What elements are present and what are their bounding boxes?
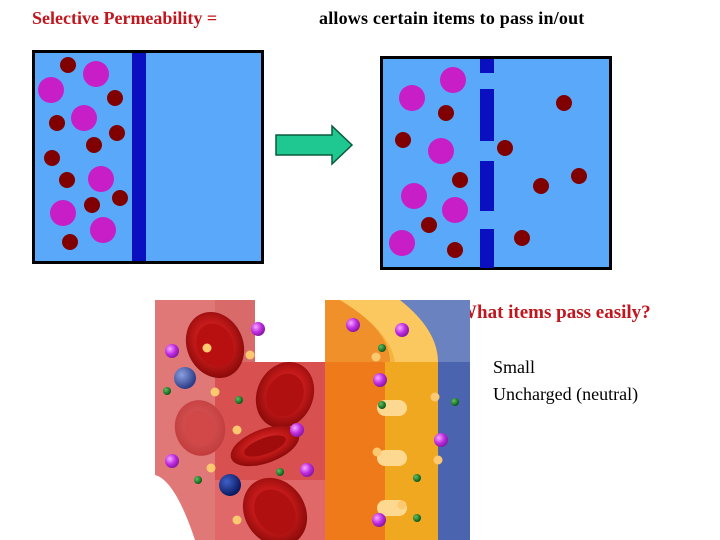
solid-membrane [132,53,146,261]
small-particle [438,105,454,121]
small-particles [44,57,128,250]
large-particle [428,138,454,164]
small-particle [49,115,65,131]
small-particle [533,178,549,194]
membrane-segment [480,59,494,73]
membrane-segment [480,229,494,268]
small-particle [112,190,128,206]
green-particles [163,344,459,522]
large-particle [90,217,116,243]
membrane-after-panel [380,56,612,270]
term-definition: allows certain items to pass in/out [319,8,585,28]
large-particle [71,105,97,131]
small-particle [84,197,100,213]
answer-small: Small [493,357,536,377]
small-particle [571,168,587,184]
small-particle [109,125,125,141]
membrane-segment [480,161,494,211]
large-particle [389,230,415,256]
yellow-particles [202,343,443,525]
term-label: Selective Permeability = [32,8,218,28]
small-particles [395,95,587,258]
porous-membrane [480,59,494,268]
red-blood-cells [174,311,315,540]
small-particle [62,234,78,250]
large-particle [442,197,468,223]
small-particle [556,95,572,111]
small-particle [421,217,437,233]
small-particle [395,132,411,148]
small-particle [107,90,123,106]
membrane-grooves [377,400,407,516]
large-particle [83,61,109,87]
purple-particles [165,318,448,527]
blood-vessel-illustration [155,300,470,540]
small-particle [497,140,513,156]
small-particle [447,242,463,258]
blue-particle [174,367,196,389]
large-particles [38,61,116,243]
navy-particle [219,474,241,496]
small-particle [452,172,468,188]
small-particle [44,150,60,166]
large-particle [440,67,466,93]
question-heading: What items pass easily? [458,302,651,323]
small-particle [59,172,75,188]
large-particle [50,200,76,226]
membrane-before-panel [32,50,264,264]
small-particle [86,137,102,153]
right-arrow-icon [275,124,354,166]
large-particle [38,77,64,103]
large-particles [389,67,468,256]
answer-uncharged: Uncharged (neutral) [493,384,639,404]
large-particle [399,85,425,111]
interstitial-inner [438,362,470,540]
large-particle [88,166,114,192]
basement-top [340,300,438,362]
large-particle [401,183,427,209]
small-particle [60,57,76,73]
membrane-segment [480,89,494,141]
small-particle [514,230,530,246]
fluid-background [32,50,264,264]
